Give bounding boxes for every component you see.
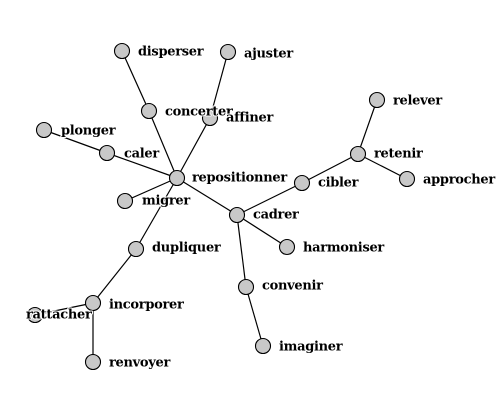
node-affiner[interactable] <box>201 109 219 127</box>
graph-nodes <box>26 42 416 371</box>
edge-cibler-retenir <box>301 153 359 184</box>
node-label-relever: relever <box>393 94 442 109</box>
node-cibler[interactable] <box>293 174 311 192</box>
node-label-incorporer: incorporer <box>109 298 184 313</box>
node-label-disperser: disperser <box>138 45 204 60</box>
edge-ajuster-affiner <box>209 51 229 119</box>
node-label-renvoyer: renvoyer <box>109 356 171 371</box>
node-repositionner[interactable] <box>168 169 186 187</box>
edge-repositionner-dupliquer <box>135 177 178 250</box>
edge-caler-repositionner <box>106 152 178 179</box>
node-renvoyer[interactable] <box>84 353 102 371</box>
node-ajuster[interactable] <box>219 43 237 61</box>
node-convenir[interactable] <box>237 278 255 296</box>
node-relever[interactable] <box>368 91 386 109</box>
node-label-plonger: plonger <box>61 124 116 139</box>
node-plonger[interactable] <box>35 121 53 139</box>
edge-incorporer-rattacher <box>34 302 94 316</box>
edge-plonger-caler <box>43 129 108 154</box>
node-harmoniser[interactable] <box>278 238 296 256</box>
edge-dupliquer-incorporer <box>92 248 137 304</box>
node-incorporer[interactable] <box>84 294 102 312</box>
node-label-concerter: concerter <box>165 105 233 120</box>
edge-affiner-repositionner <box>176 117 211 179</box>
edge-convenir-imaginer <box>245 286 264 347</box>
node-approcher[interactable] <box>398 170 416 188</box>
node-disperser[interactable] <box>113 42 131 60</box>
node-caler[interactable] <box>98 144 116 162</box>
node-label-convenir: convenir <box>262 279 323 294</box>
node-label-caler: caler <box>124 147 159 162</box>
node-label-dupliquer: dupliquer <box>152 241 221 256</box>
node-cadrer[interactable] <box>228 206 246 224</box>
edge-concerter-repositionner <box>148 110 178 179</box>
node-imaginer[interactable] <box>254 337 272 355</box>
node-concerter[interactable] <box>140 102 158 120</box>
node-label-harmoniser: harmoniser <box>303 241 384 256</box>
node-label-affiner: affiner <box>226 111 273 126</box>
node-label-cibler: cibler <box>318 176 359 191</box>
edge-cadrer-cibler <box>236 182 303 216</box>
node-rattacher[interactable] <box>26 306 44 324</box>
edge-retenir-approcher <box>357 153 408 180</box>
edge-migrer-repositionner <box>124 177 178 202</box>
node-retenir[interactable] <box>349 145 367 163</box>
node-label-repositionner: repositionner <box>192 171 287 186</box>
edge-repositionner-cadrer <box>176 177 238 216</box>
edge-retenir-relever <box>357 99 378 155</box>
node-label-rattacher: rattacher <box>26 308 92 323</box>
graph-edges <box>34 50 408 362</box>
node-dupliquer[interactable] <box>127 240 145 258</box>
edge-cadrer-harmoniser <box>236 214 288 248</box>
node-label-migrer: migrer <box>142 194 190 209</box>
node-migrer[interactable] <box>116 192 134 210</box>
node-label-imaginer: imaginer <box>279 340 343 355</box>
node-label-approcher: approcher <box>423 173 495 188</box>
node-label-ajuster: ajuster <box>244 47 293 62</box>
edge-cadrer-convenir <box>236 214 247 288</box>
node-label-retenir: retenir <box>374 147 423 162</box>
node-label-cadrer: cadrer <box>253 208 299 223</box>
edge-disperser-concerter <box>121 50 150 112</box>
